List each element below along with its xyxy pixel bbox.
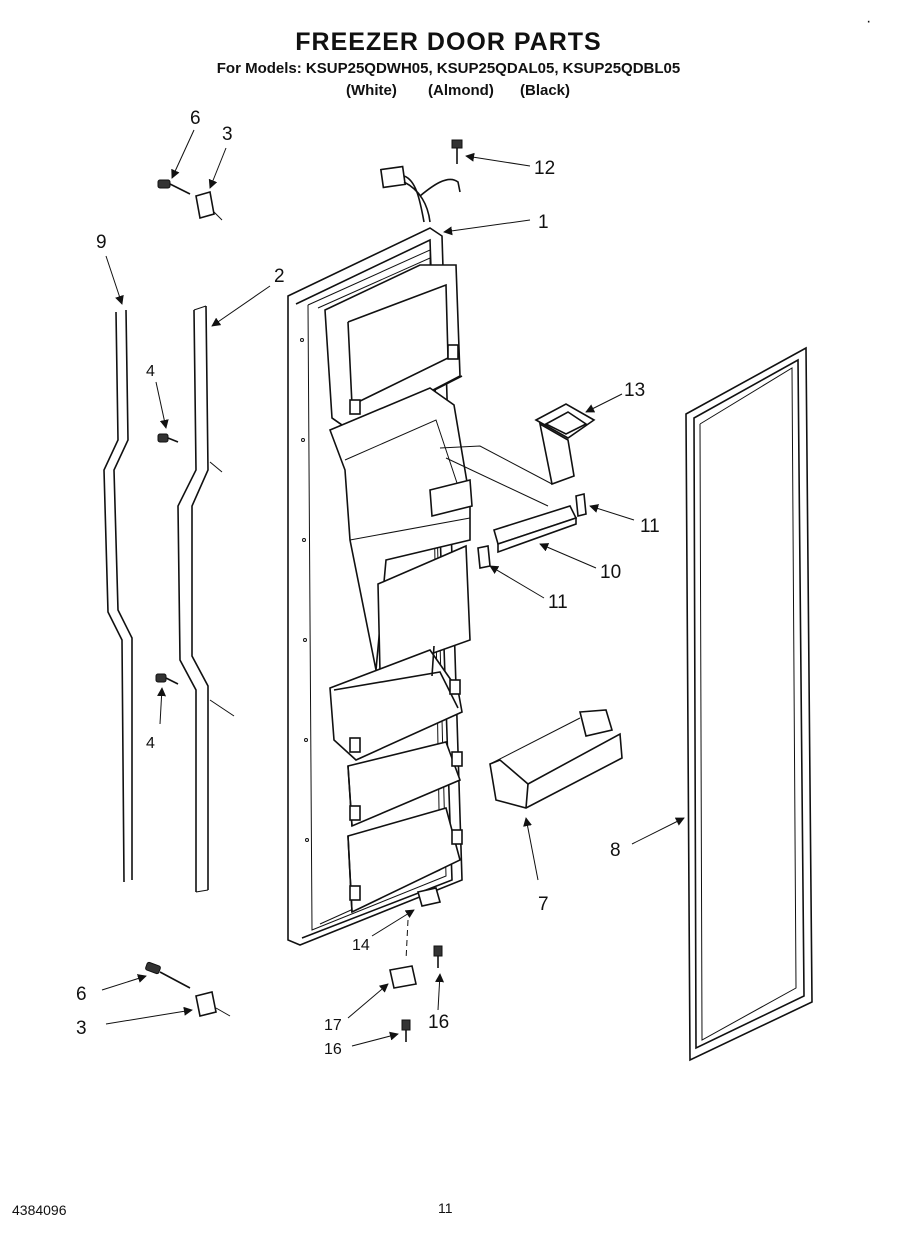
trim-strip-2 [177, 305, 235, 893]
callout-6-top: 6 [190, 108, 201, 129]
color-black: (Black) [520, 82, 571, 99]
callout-14: 14 [352, 937, 370, 954]
leader-lines [101, 129, 685, 1047]
callout-9: 9 [96, 232, 107, 253]
callout-4-upper: 4 [146, 363, 155, 380]
callout-8: 8 [610, 840, 621, 861]
screw-4-upper [157, 433, 179, 443]
callout-16-left: 16 [324, 1041, 342, 1058]
callout-1: 1 [538, 212, 549, 233]
hinge-bottom [145, 961, 231, 1017]
models-line: For Models: KSUP25QDWH05, KSUP25QDAL05, … [216, 60, 681, 77]
callout-12: 12 [534, 158, 555, 179]
wire-harness [379, 165, 461, 223]
hinge-block-17 [389, 965, 417, 989]
color-almond: (Almond) [428, 82, 494, 99]
page-number: 11 [438, 1200, 453, 1216]
screw-4-lower [155, 673, 179, 685]
page-title: FREEZER DOOR PARTS [295, 28, 602, 56]
callout-7: 7 [538, 894, 549, 915]
callout-11-lower: 11 [548, 592, 568, 613]
callout-3-top: 3 [222, 124, 233, 145]
callout-16-right: 16 [428, 1012, 449, 1033]
door-liner [324, 264, 473, 914]
callout-10: 10 [600, 562, 621, 583]
corner-mark: · [866, 13, 871, 30]
callout-6-bottom: 6 [76, 984, 87, 1005]
hinge-bracket-14 [416, 887, 442, 907]
trim-strip-9 [103, 309, 133, 883]
screw-12 [451, 139, 463, 164]
screw-16-left [401, 1019, 411, 1042]
ice-chute-13 [439, 403, 596, 507]
callout-17: 17 [324, 1017, 342, 1034]
door-bin-7 [489, 709, 623, 809]
door-gasket-8 [685, 346, 813, 1062]
hinge-top [157, 179, 223, 221]
callout-4-lower: 4 [146, 735, 155, 752]
color-white: (White) [346, 82, 397, 99]
callout-3-bottom: 3 [76, 1018, 87, 1039]
callout-2: 2 [274, 266, 285, 287]
screw-16-right [433, 945, 443, 968]
callout-13: 13 [624, 380, 645, 401]
callout-11-upper: 11 [640, 516, 660, 537]
doc-number: 4384096 [12, 1202, 67, 1218]
trim-10 [477, 492, 587, 569]
